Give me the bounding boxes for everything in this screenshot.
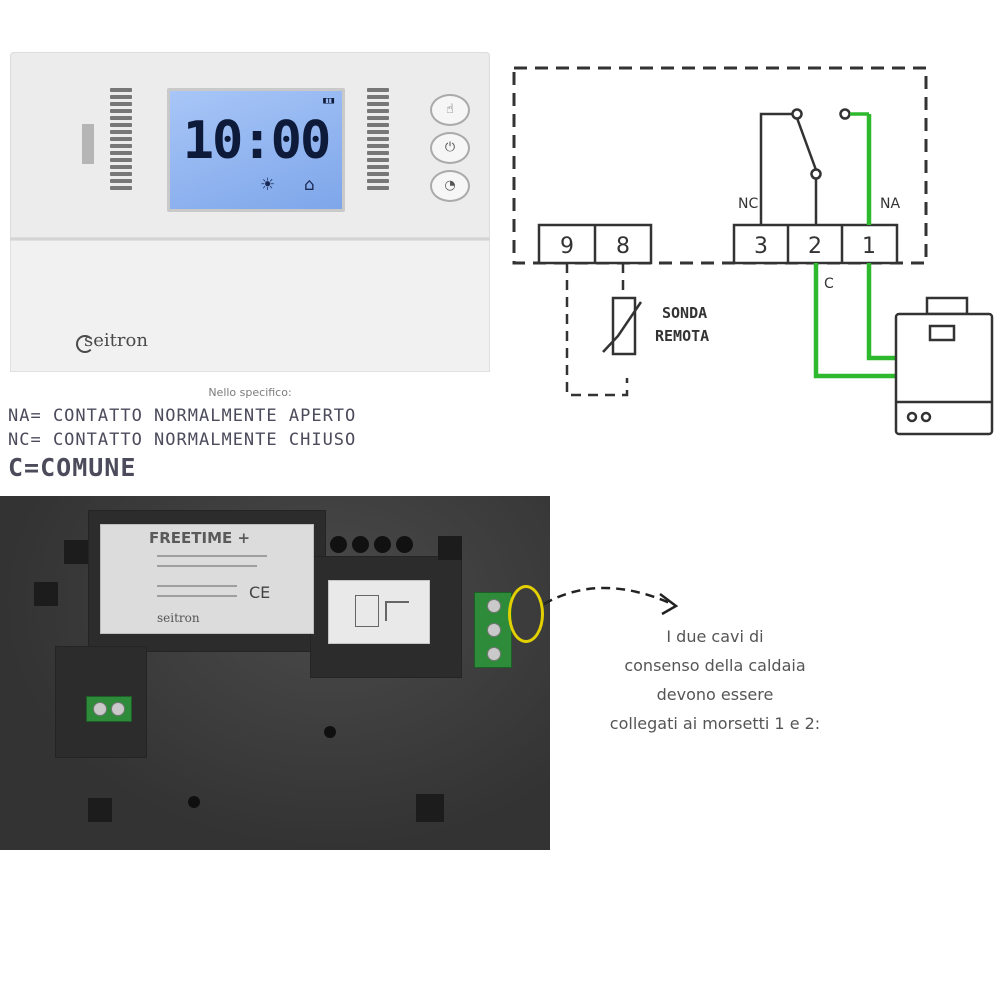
na-label: NA bbox=[880, 196, 900, 212]
terminal-block-3-pole[interactable] bbox=[474, 592, 512, 668]
terminal-9: 9 bbox=[560, 234, 574, 259]
ce-mark-icon: CE bbox=[249, 583, 271, 602]
program-button[interactable]: ◔ bbox=[430, 170, 470, 202]
product-label: FREETIME + CE seitron bbox=[100, 524, 314, 634]
radiator-icon bbox=[82, 124, 94, 164]
instruction-line-1: I due cavi di bbox=[666, 627, 764, 646]
home-icon: ⌂ bbox=[304, 175, 315, 195]
nc-wire bbox=[759, 112, 793, 225]
probe-dashed-wire bbox=[565, 263, 629, 397]
highlight-circle bbox=[508, 585, 544, 643]
legend-nc: NC= CONTATTO NORMALMENTE CHIUSO bbox=[8, 430, 357, 450]
boiler-icon bbox=[894, 296, 994, 436]
probe-label-line2: REMOTA bbox=[655, 327, 709, 345]
terminal-2: 2 bbox=[808, 234, 822, 259]
c-label: C bbox=[824, 276, 834, 292]
na-to-boiler-wire bbox=[866, 263, 900, 361]
power-button[interactable]: ⏻ bbox=[430, 132, 470, 164]
hand-mode-button[interactable]: ☝ bbox=[430, 94, 470, 126]
product-label-title: FREETIME + bbox=[149, 529, 251, 547]
lcd-indicator: ◧◨ bbox=[323, 96, 334, 106]
terminal-8: 8 bbox=[616, 234, 630, 259]
legend-intro: Nello specifico: bbox=[208, 386, 292, 399]
right-program-bars bbox=[367, 88, 397, 206]
backplate-image: FREETIME + CE seitron bbox=[0, 496, 550, 850]
probe-label-line1: SONDA bbox=[662, 304, 707, 322]
instruction-line-3: devono essere bbox=[656, 685, 774, 704]
seitron-logo-icon bbox=[76, 335, 94, 353]
wiring-diagram: 9 8 3 2 1 NC NA C SONDA REMOTA bbox=[512, 66, 994, 436]
legend-c: C=COMUNE bbox=[8, 453, 137, 482]
relay-label bbox=[328, 580, 430, 644]
instruction-line-4: collegati ai morsetti 1 e 2: bbox=[609, 714, 821, 733]
sun-icon: ☀ bbox=[260, 175, 276, 195]
lcd-display: ◧◨ 10:00 ☀ ⌂ bbox=[167, 88, 345, 212]
product-label-brand: seitron bbox=[157, 611, 200, 625]
thermostat-image: ◧◨ 10:00 ☀ ⌂ ☝ ⏻ ◔ seitron bbox=[10, 52, 490, 372]
terminal-block-right bbox=[732, 223, 899, 265]
relay-switch-arm bbox=[795, 117, 818, 171]
legend-na: NA= CONTATTO NORMALMENTE APERTO bbox=[8, 406, 357, 426]
terminal-block-2-pole[interactable] bbox=[86, 696, 132, 722]
c-green-wire bbox=[813, 263, 900, 379]
curved-arrow bbox=[543, 586, 679, 616]
lcd-time: 10:00 bbox=[182, 111, 332, 171]
wiring-instructions: I due cavi di consenso della caldaia dev… bbox=[580, 622, 850, 738]
instruction-line-2: consenso della caldaia bbox=[624, 656, 806, 675]
thermostat-front-panel: ◧◨ 10:00 ☀ ⌂ ☝ ⏻ ◔ bbox=[10, 52, 490, 238]
nc-label: NC bbox=[738, 196, 758, 212]
left-program-bars bbox=[110, 88, 140, 206]
device-outline bbox=[512, 66, 928, 265]
terminal-3: 3 bbox=[754, 234, 768, 259]
thermostat-brand: seitron bbox=[84, 330, 148, 351]
terminal-1: 1 bbox=[862, 234, 876, 259]
